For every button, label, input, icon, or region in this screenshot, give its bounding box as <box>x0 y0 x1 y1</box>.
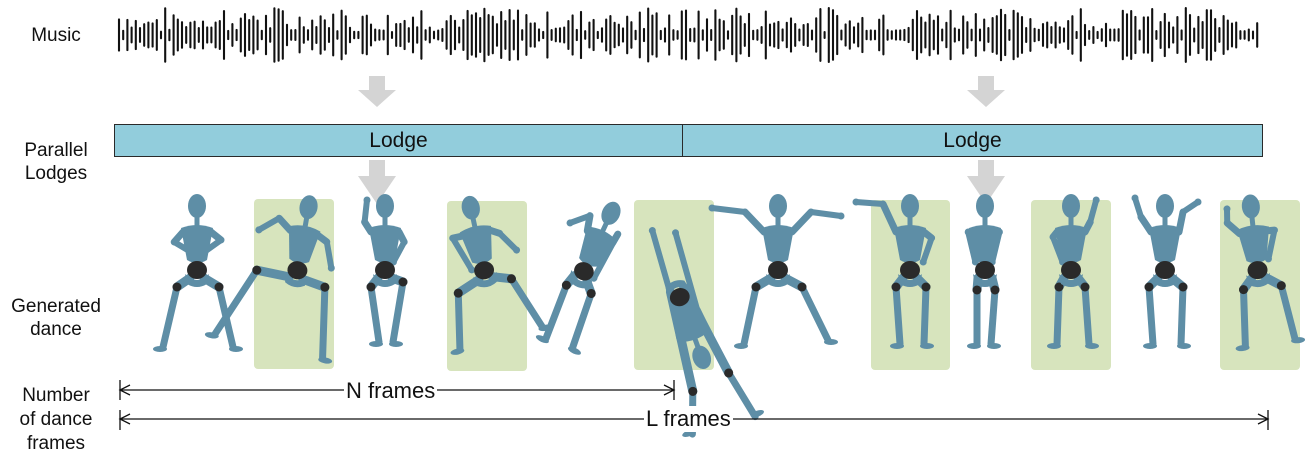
dancer-figure <box>1223 194 1306 352</box>
dancer-figure <box>964 194 1003 349</box>
dancer-figure <box>648 227 764 438</box>
n-frames-label: N frames <box>344 378 438 404</box>
dancer-figure <box>449 195 553 355</box>
diagram-canvas <box>117 6 1306 438</box>
arrow-down-icon <box>358 76 396 107</box>
dancer-figure <box>1047 194 1100 349</box>
music-waveform <box>117 6 1259 64</box>
dancer-figure <box>852 194 936 349</box>
lodge-box-1: Lodge <box>114 124 683 157</box>
parallel-lodges-label: Parallel Lodges <box>24 140 88 184</box>
generated-dance-label: Generated dance <box>11 296 101 340</box>
l-frames-label: L frames <box>644 406 733 432</box>
down-arrows <box>358 76 1005 204</box>
dancer-figure <box>153 194 243 352</box>
arrow-down-icon <box>967 76 1005 107</box>
arrow-down-icon <box>358 160 396 204</box>
dancer-figure <box>361 194 408 347</box>
lodge-box-2: Lodge <box>682 124 1263 157</box>
dancer-figure <box>535 201 622 355</box>
music-label: Music <box>31 25 81 46</box>
dancer-figures <box>153 194 1306 438</box>
dancer-figure <box>708 194 845 349</box>
arrow-down-icon <box>967 160 1005 204</box>
dancer-figure <box>1131 194 1202 349</box>
dancer-figure <box>204 195 335 364</box>
